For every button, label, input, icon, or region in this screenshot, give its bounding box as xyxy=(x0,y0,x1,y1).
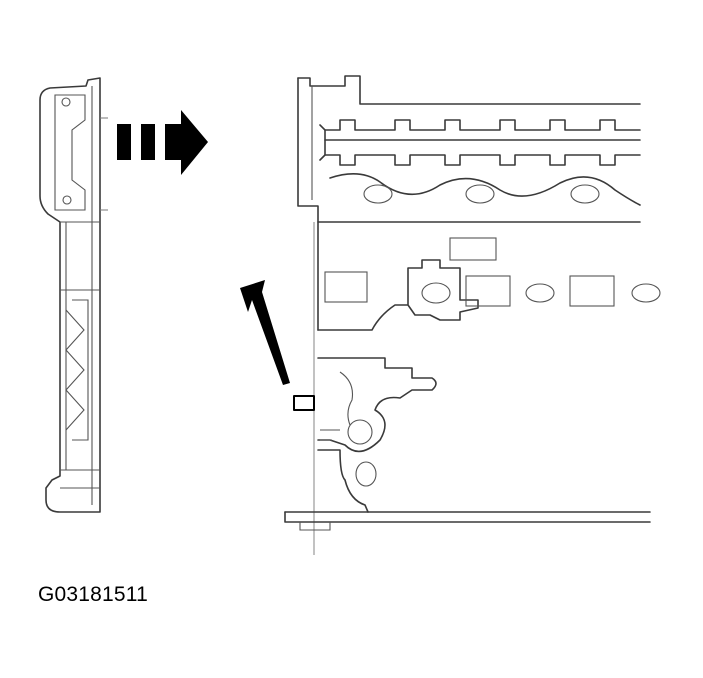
left-cover-part xyxy=(39,77,108,513)
alignment-mark xyxy=(293,395,315,411)
figure-caption: G03181511 xyxy=(38,583,149,606)
cylinder-block-section xyxy=(284,221,661,555)
cylinder-head-section xyxy=(297,75,641,223)
pointer-arrow-icon xyxy=(240,280,290,385)
dashed-arrow-right-icon xyxy=(117,110,208,175)
